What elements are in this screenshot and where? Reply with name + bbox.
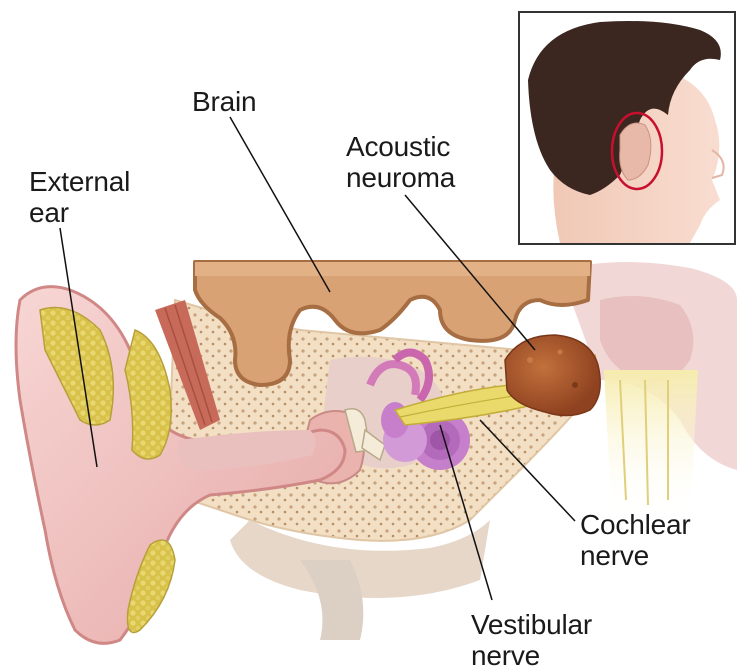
label-acoustic-neuroma: Acoustic neuroma [346,131,455,193]
label-cochlear-nerve-line2: nerve [580,540,690,571]
label-brain: Brain [192,86,256,117]
label-external-ear: External ear [29,166,130,228]
label-external-ear-line2: ear [29,197,130,228]
inset-head-panel [519,12,735,244]
label-acoustic-neuroma-line1: Acoustic [346,131,455,162]
label-brain-line1: Brain [192,86,256,117]
label-vestibular-nerve-line2: nerve [471,640,592,667]
label-acoustic-neuroma-line2: neuroma [346,162,455,193]
label-cochlear-nerve: Cochlear nerve [580,509,690,571]
label-vestibular-nerve-line1: Vestibular [471,609,592,640]
label-cochlear-nerve-line1: Cochlear [580,509,690,540]
label-vestibular-nerve: Vestibular nerve [471,609,592,667]
label-external-ear-line1: External [29,166,130,197]
